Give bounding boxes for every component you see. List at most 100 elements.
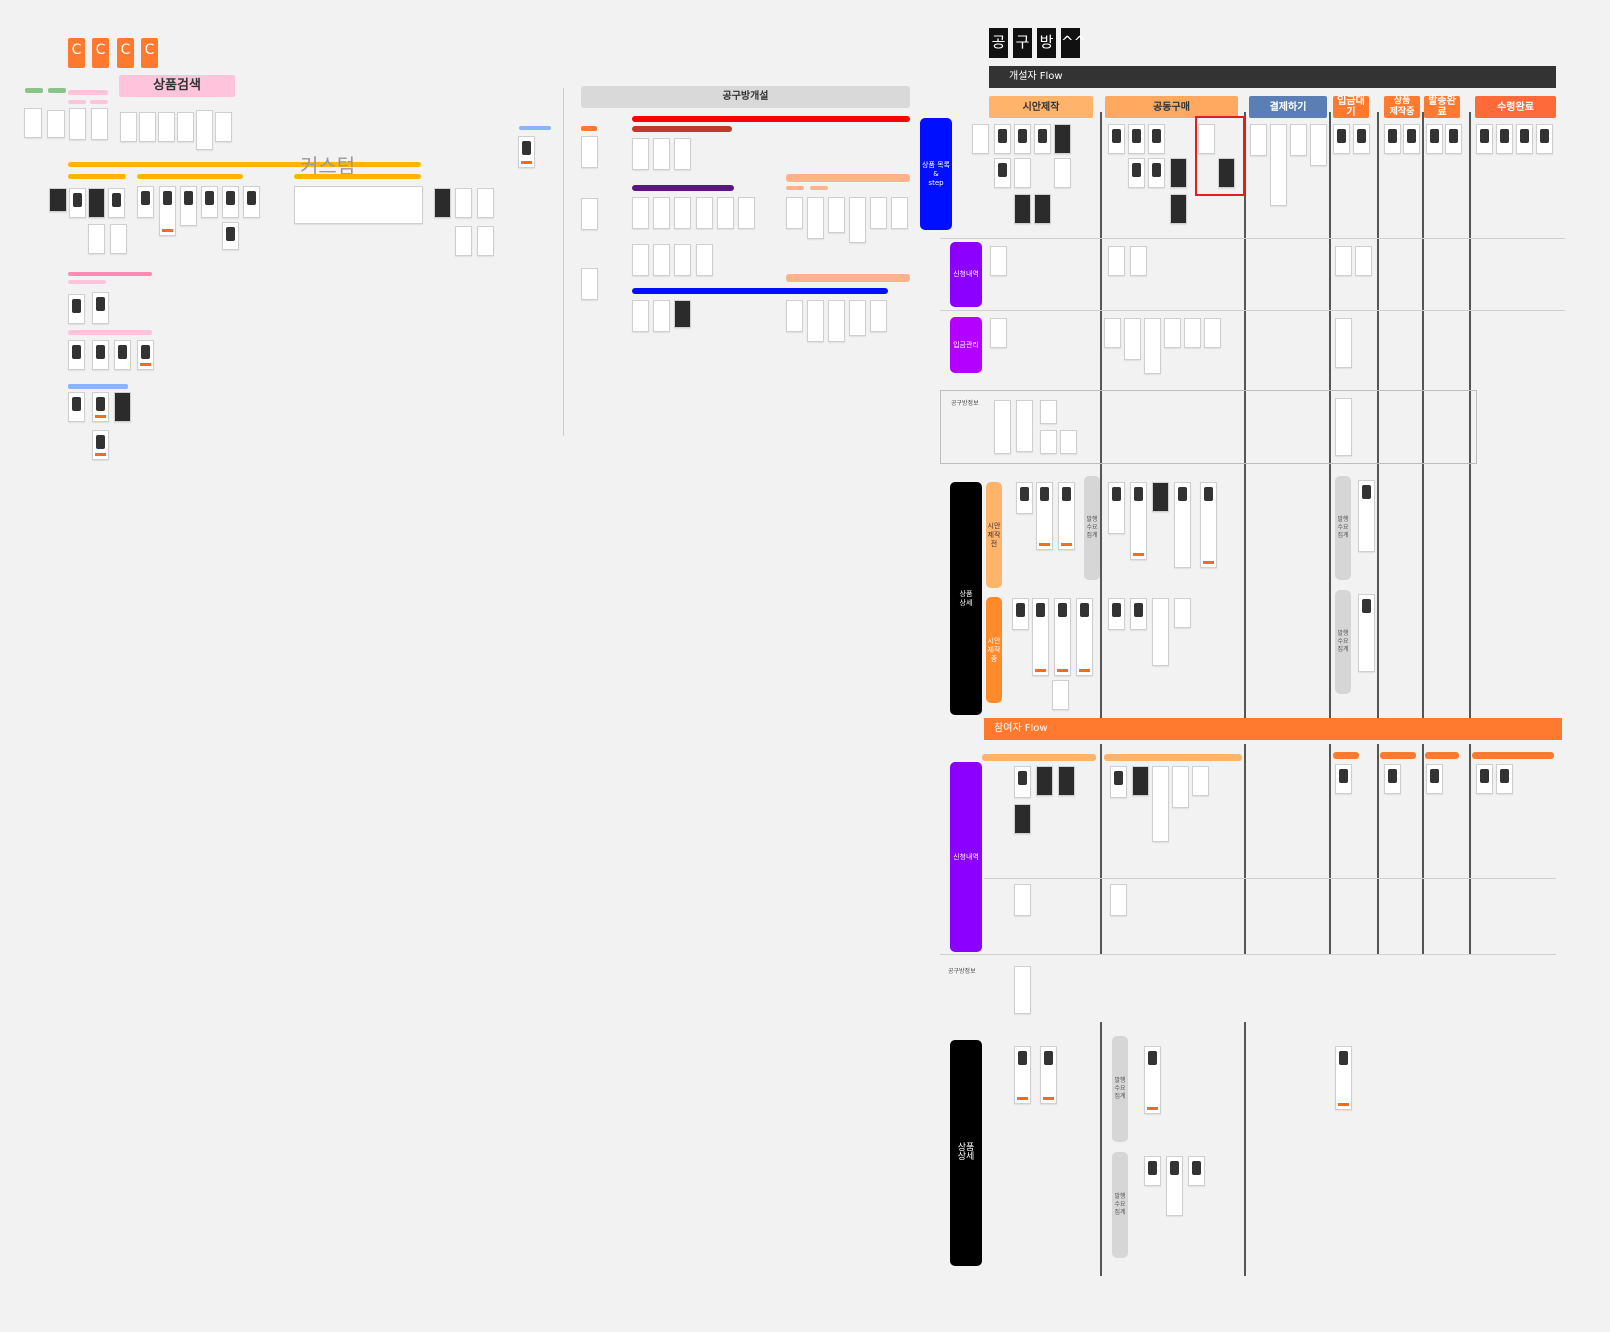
screen-thumbnail[interactable] [1358,480,1375,552]
screen-thumbnail[interactable] [696,197,713,229]
screen-thumbnail[interactable] [1152,598,1169,666]
screen-thumbnail[interactable] [1076,598,1093,676]
screen-thumbnail[interactable] [455,226,472,256]
screen-thumbnail[interactable] [139,112,156,142]
screen-thumbnail[interactable] [1426,124,1443,154]
screen-thumbnail[interactable] [1174,482,1191,568]
screen-thumbnail[interactable] [1164,318,1181,348]
screen-thumbnail[interactable] [1476,764,1493,794]
screen-thumbnail[interactable] [1496,124,1513,154]
screen-thumbnail[interactable] [1335,1046,1352,1110]
screen-thumbnail[interactable] [518,136,535,168]
screen-thumbnail[interactable] [849,197,866,243]
screen-thumbnail[interactable] [1333,124,1350,154]
screen-thumbnail[interactable] [653,138,670,170]
screen-thumbnail[interactable] [120,112,137,142]
screen-thumbnail[interactable] [1335,398,1352,456]
screen-thumbnail[interactable] [1204,318,1221,348]
screen-thumbnail[interactable] [870,300,887,332]
screen-thumbnail[interactable] [1170,158,1187,188]
screen-thumbnail[interactable] [1130,482,1147,560]
screen-thumbnail[interactable] [1014,1046,1031,1104]
screen-thumbnail[interactable] [1335,246,1352,276]
screen-thumbnail[interactable] [222,222,239,250]
screen-thumbnail[interactable] [1058,482,1075,550]
screen-thumbnail[interactable] [1040,400,1057,424]
screen-thumbnail[interactable] [88,188,105,218]
screen-thumbnail[interactable] [455,188,472,218]
screen-thumbnail[interactable] [1166,1156,1183,1216]
screen-thumbnail[interactable] [1384,124,1401,154]
screen-thumbnail[interactable] [581,268,598,300]
screen-thumbnail[interactable] [807,197,824,239]
screen-thumbnail[interactable] [68,392,85,422]
screen-thumbnail[interactable] [24,108,42,138]
screen-thumbnail[interactable] [1124,318,1141,360]
screen-thumbnail[interactable] [1172,766,1189,808]
screen-thumbnail[interactable] [1516,124,1533,154]
screen-thumbnail[interactable] [1014,804,1031,834]
screen-thumbnail[interactable] [477,188,494,218]
screen-thumbnail[interactable] [1014,194,1031,224]
screen-thumbnail[interactable] [1128,124,1145,154]
screen-thumbnail[interactable] [786,197,803,229]
screen-thumbnail[interactable] [738,197,755,229]
screen-thumbnail[interactable] [674,138,691,170]
screen-thumbnail[interactable] [807,300,824,342]
screen-thumbnail[interactable] [674,197,691,229]
screen-thumbnail[interactable] [1108,124,1125,154]
screen-thumbnail[interactable] [180,186,197,226]
screen-thumbnail[interactable] [92,430,109,460]
screen-thumbnail[interactable] [1218,158,1235,188]
screen-thumbnail[interactable] [137,340,154,370]
screen-thumbnail[interactable] [1358,594,1375,672]
screen-thumbnail[interactable] [1060,430,1077,454]
screen-thumbnail[interactable] [1054,598,1071,676]
screen-thumbnail[interactable] [786,300,803,332]
screen-thumbnail[interactable] [1054,124,1071,154]
screen-thumbnail[interactable] [177,112,194,142]
screen-thumbnail[interactable] [632,138,649,170]
screen-thumbnail[interactable] [114,392,131,422]
screen-thumbnail[interactable] [1250,124,1267,156]
screen-thumbnail[interactable] [994,158,1011,188]
screen-thumbnail[interactable] [1152,766,1169,842]
screen-thumbnail[interactable] [1148,158,1165,188]
screen-thumbnail[interactable] [1445,124,1462,154]
screen-thumbnail[interactable] [581,136,598,168]
screen-thumbnail[interactable] [1184,318,1201,348]
screen-thumbnail[interactable] [243,186,260,218]
screen-thumbnail[interactable] [1108,246,1125,276]
screen-thumbnail[interactable] [1012,598,1029,630]
screen-thumbnail[interactable] [434,188,451,218]
screen-thumbnail[interactable] [828,197,845,233]
screen-thumbnail[interactable] [1108,482,1125,534]
screen-thumbnail[interactable] [1054,158,1071,188]
screen-thumbnail[interactable] [196,110,213,150]
screen-thumbnail[interactable] [849,300,866,336]
screen-thumbnail[interactable] [653,300,670,332]
screen-thumbnail[interactable] [1384,764,1401,794]
screen-thumbnail[interactable] [215,112,232,142]
screen-thumbnail[interactable] [1052,680,1069,710]
screen-thumbnail[interactable] [110,224,127,254]
screen-thumbnail[interactable] [92,340,109,370]
screen-thumbnail[interactable] [1403,124,1420,154]
screen-thumbnail[interactable] [1335,318,1352,368]
screen-thumbnail[interactable] [1014,884,1031,916]
screen-thumbnail[interactable] [674,300,691,328]
screen-thumbnail[interactable] [1040,430,1057,454]
screen-thumbnail[interactable] [1014,158,1031,188]
screen-thumbnail[interactable] [632,244,649,276]
screen-thumbnail[interactable] [477,226,494,256]
screen-thumbnail[interactable] [891,197,908,229]
screen-thumbnail[interactable] [1058,766,1075,796]
custom-diagram-frame[interactable] [294,186,423,224]
screen-thumbnail[interactable] [92,392,109,422]
screen-thumbnail[interactable] [1188,1156,1205,1186]
screen-thumbnail[interactable] [828,300,845,342]
screen-thumbnail[interactable] [1110,884,1127,916]
screen-thumbnail[interactable] [1110,766,1127,798]
screen-thumbnail[interactable] [1130,598,1147,630]
screen-thumbnail[interactable] [1108,598,1125,630]
